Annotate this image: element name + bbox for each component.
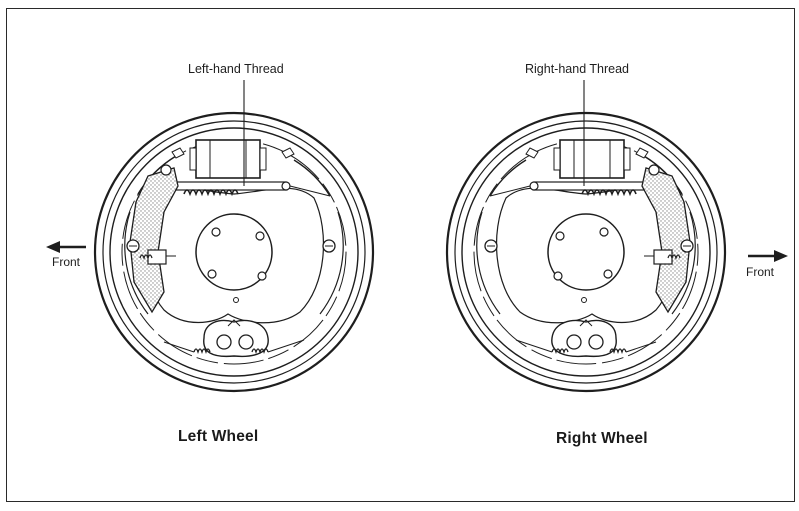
right-wheel-title: Right Wheel	[556, 430, 648, 447]
front-label-right: Front	[746, 265, 775, 279]
front-arrow-left	[46, 241, 86, 253]
left-hand-thread-label: Left-hand Thread	[188, 62, 284, 76]
right-hand-thread-label: Right-hand Thread	[525, 62, 630, 76]
left-brake-assembly	[93, 111, 375, 393]
right-brake-assembly	[445, 111, 727, 393]
figure-frame	[6, 8, 795, 502]
front-label-left: Front	[52, 255, 81, 269]
front-arrow-right	[748, 250, 788, 262]
left-wheel-title: Left Wheel	[178, 428, 259, 445]
